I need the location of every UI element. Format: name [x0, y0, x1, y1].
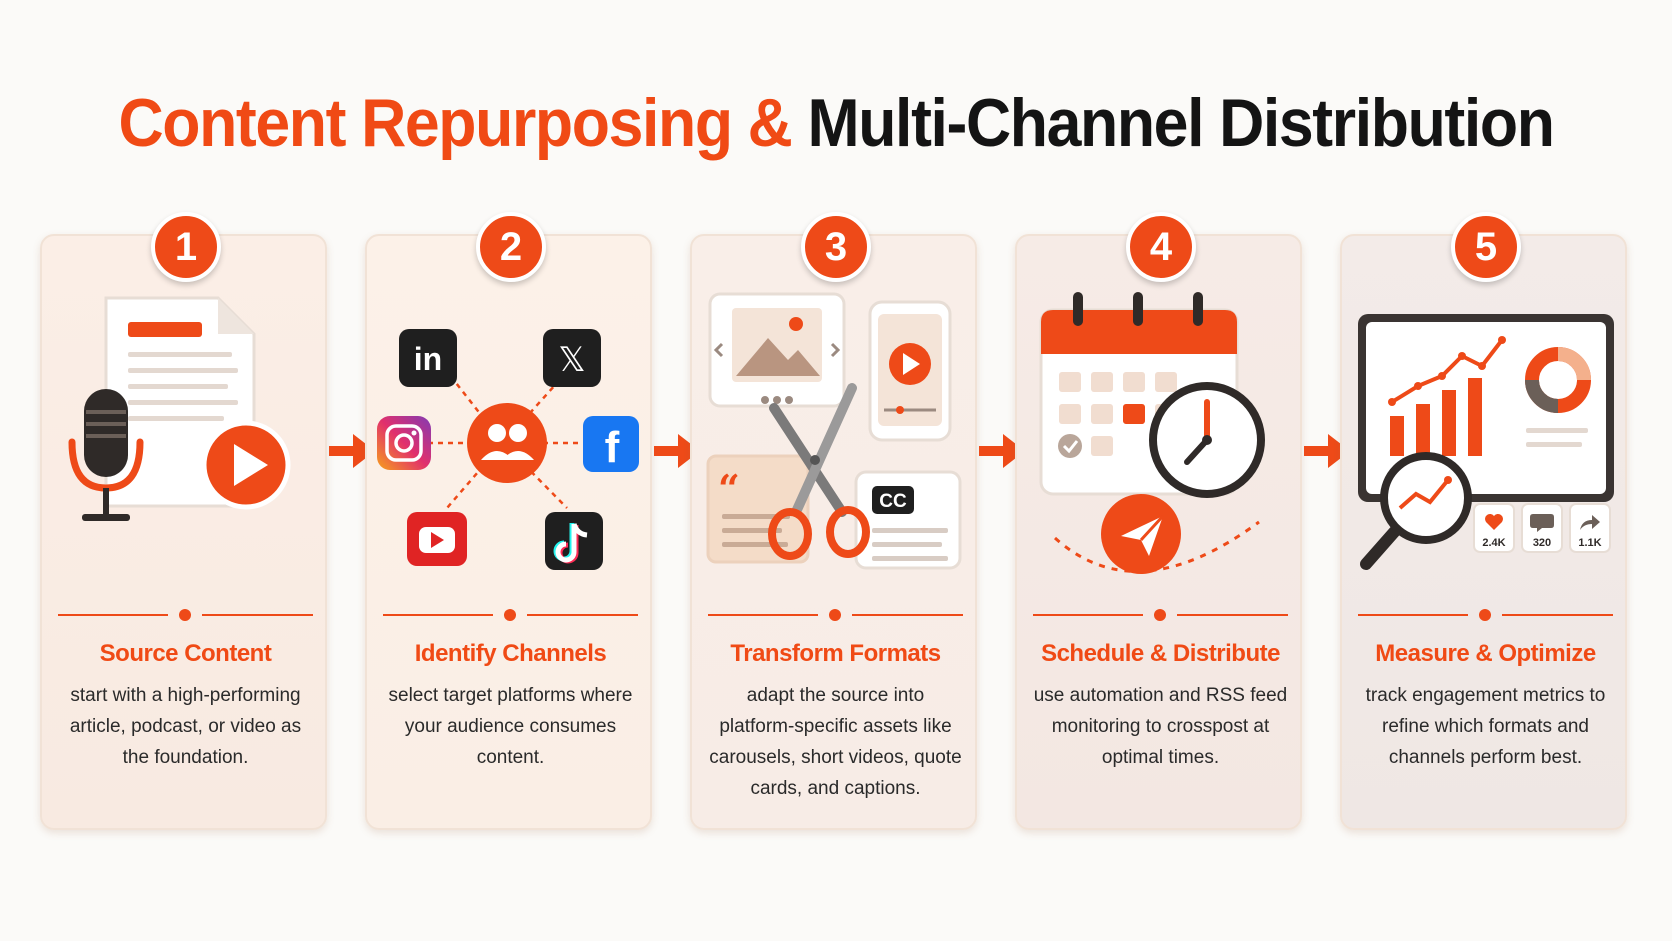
title-part-1: Content Repurposing &	[118, 85, 792, 161]
audience-icon	[467, 403, 547, 483]
step-title: Transform Formats	[730, 640, 941, 667]
metric-value: 320	[1533, 537, 1551, 549]
metric-share: 1.1K	[1569, 503, 1611, 553]
step-card-source-content: 1 Source Content sta	[40, 212, 327, 830]
facebook-label: f	[605, 423, 620, 472]
clock-icon	[1149, 382, 1265, 498]
step-number-badge: 1	[151, 212, 221, 282]
step-title: Schedule & Distribute	[1041, 640, 1280, 667]
youtube-icon	[407, 512, 467, 566]
step-number-badge: 5	[1451, 212, 1521, 282]
linkedin-icon: in	[399, 329, 457, 387]
flow-arrow-icon	[979, 434, 1025, 468]
metric-value: 2.4K	[1482, 537, 1505, 549]
step-card-schedule-distribute: 4	[1015, 212, 1302, 830]
phone-video-icon	[868, 300, 952, 442]
step-description: track engagement metrics to refine which…	[1365, 685, 1606, 768]
carousel-icon	[708, 292, 846, 408]
step-title: Source Content	[99, 640, 272, 667]
x-icon: 𝕏	[543, 329, 601, 387]
magnifier-icon	[1360, 452, 1472, 570]
x-label: 𝕏	[558, 340, 585, 380]
play-icon	[201, 420, 291, 510]
quote-card-icon: “	[706, 454, 810, 564]
tiktok-icon	[545, 512, 603, 570]
title-part-2: Multi-Channel Distribution	[807, 85, 1554, 161]
comment-icon	[1530, 514, 1554, 532]
instagram-icon	[377, 416, 431, 470]
section-divider	[58, 609, 313, 621]
svg-text:“: “	[718, 466, 740, 511]
captions-label: CC	[879, 491, 907, 512]
metric-heart: 2.4K	[1473, 503, 1515, 553]
step-title: Identify Channels	[414, 640, 607, 667]
captions-icon: CC	[854, 470, 962, 570]
send-icon	[1101, 494, 1181, 574]
schedule-illustration	[1039, 292, 1265, 574]
step-description: start with a high-performing article, po…	[69, 685, 302, 768]
section-divider	[1033, 609, 1288, 621]
step-description: select target platforms where your audie…	[388, 685, 633, 768]
heart-icon	[1485, 514, 1503, 530]
step-card-measure-optimize: 5 2.4K	[1340, 212, 1627, 830]
step-card-identify-channels: 2 in 𝕏	[365, 212, 652, 830]
metric-comment: 320	[1521, 503, 1563, 553]
microphone-icon	[68, 389, 144, 521]
document-icon	[104, 296, 256, 508]
section-divider	[1358, 609, 1613, 621]
step-number-badge: 3	[801, 212, 871, 282]
share-icon	[1580, 515, 1600, 530]
channels-illustration: in 𝕏 f	[377, 329, 639, 570]
flow-arrow-icon	[329, 434, 375, 468]
source-content-illustration	[68, 296, 291, 521]
metric-value: 1.1K	[1578, 537, 1601, 549]
section-divider	[708, 609, 963, 621]
linkedin-label: in	[414, 341, 442, 377]
page-title: Content Repurposing & Multi-Channel Dist…	[67, 84, 1605, 162]
scissors-icon	[768, 383, 870, 560]
step-number-badge: 4	[1126, 212, 1196, 282]
step-description: use automation and RSS feed monitoring t…	[1033, 685, 1288, 768]
step-title: Measure & Optimize	[1375, 640, 1596, 667]
transform-illustration: “ CC	[706, 292, 962, 570]
step-description: adapt the source into platform-specific …	[709, 685, 962, 799]
flow-arrow-icon	[1304, 434, 1350, 468]
measure-illustration: 2.4K 320 1.1K	[1358, 314, 1614, 570]
facebook-icon: f	[583, 416, 639, 472]
step-number-badge: 2	[476, 212, 546, 282]
flow-arrow-icon	[654, 434, 700, 468]
step-card-transform-formats: 3 “	[690, 212, 977, 830]
section-divider	[383, 609, 638, 621]
